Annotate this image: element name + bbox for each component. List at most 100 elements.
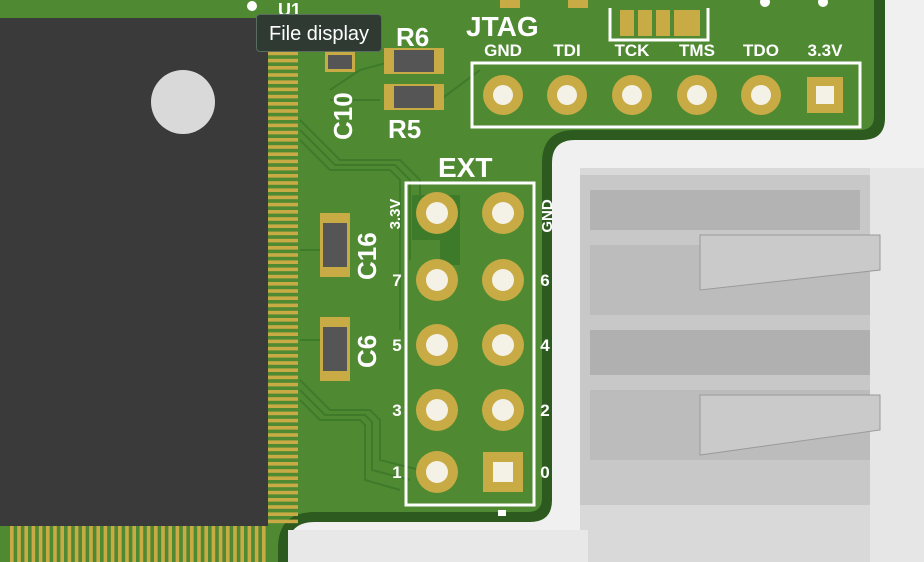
chip-lead <box>268 310 298 315</box>
chip-lead <box>240 526 244 562</box>
ext-right-label: 6 <box>540 271 549 290</box>
label-r6: R6 <box>396 22 429 52</box>
chip-lead <box>168 526 172 562</box>
ext-pin-marker <box>498 510 506 516</box>
chip-lead <box>268 80 298 84</box>
ext-outline <box>404 181 536 507</box>
pin1-marker <box>151 70 215 134</box>
chip-lead <box>268 476 298 480</box>
chip-lead <box>268 253 298 257</box>
chip-lead <box>268 462 298 466</box>
chip-lead <box>268 87 298 92</box>
chip-lead <box>268 51 298 56</box>
chip-lead <box>161 526 165 562</box>
chip-lead <box>268 397 298 401</box>
chip-lead <box>268 490 298 495</box>
chip-lead <box>268 282 298 286</box>
ext-pin-hole <box>426 399 448 421</box>
chip-lead <box>268 109 298 113</box>
ext-pin-hole <box>492 202 514 224</box>
jtag-pin-hole <box>751 85 771 105</box>
chip-lead <box>67 526 72 562</box>
chip-lead <box>268 454 298 459</box>
jtag-pin-hole <box>622 85 642 105</box>
jtag-pin-label: TCK <box>615 41 651 60</box>
chip-lead <box>268 217 298 221</box>
chip-lead <box>268 174 298 178</box>
chip-lead <box>268 332 298 336</box>
ext-pins <box>416 192 524 493</box>
file-display-tooltip: File display <box>256 14 383 52</box>
chip-lead <box>268 411 298 416</box>
chip-lead <box>268 368 298 372</box>
ext-pin-hole <box>492 269 514 291</box>
jtag-pin-label: TMS <box>679 41 715 60</box>
chip-u1 <box>0 18 268 526</box>
chip-lead <box>268 130 298 135</box>
jtag-pin-hole <box>557 85 577 105</box>
chip-lead <box>89 526 93 562</box>
label-c10: C10 <box>328 92 358 140</box>
chip-lead <box>268 159 298 164</box>
ext-left-label: 3.3V <box>387 199 404 230</box>
copper-traces <box>299 61 481 491</box>
capacitor-c16 <box>320 213 350 277</box>
chip-lead <box>254 526 259 562</box>
chip-lead <box>46 526 50 562</box>
jtag-pin-hole <box>687 85 707 105</box>
chip-lead <box>247 526 252 562</box>
chip-lead <box>132 526 136 562</box>
chip-lead <box>218 526 223 562</box>
ext-right-label: 0 <box>540 463 549 482</box>
ext-right-label: 2 <box>540 401 549 420</box>
chip-lead <box>10 526 14 562</box>
label-c6: C6 <box>352 335 382 368</box>
chip-lead <box>233 526 237 562</box>
chip-lead <box>268 102 298 106</box>
chip-lead <box>268 296 298 300</box>
capacitor-c6 <box>320 317 350 381</box>
chip-lead <box>268 361 298 365</box>
chip-lead <box>24 526 28 562</box>
top-pads <box>500 0 710 42</box>
ext-pin-hole <box>426 334 448 356</box>
ext-right-label: GND <box>539 199 556 233</box>
jtag-outline <box>470 61 862 129</box>
chip-lead <box>110 526 115 562</box>
ext-pin-hole <box>493 462 513 482</box>
chip-lead <box>74 526 79 562</box>
jtag-pin-label: GND <box>484 41 522 60</box>
resistor-r5 <box>384 84 444 110</box>
chip-lead <box>268 94 298 99</box>
chip-lead <box>268 325 298 329</box>
chip-lead <box>268 469 298 473</box>
jtag-pin-label: 3.3V <box>808 41 844 60</box>
ext-pin-hole <box>492 399 514 421</box>
chip-lead <box>175 526 180 562</box>
jtag-pins <box>483 75 843 115</box>
chip-lead <box>82 526 86 562</box>
jtag-pin-label: TDO <box>743 41 779 60</box>
ext-left-label: 1 <box>392 463 401 482</box>
chip-lead <box>268 375 298 380</box>
jtag-pin-hole <box>816 86 834 104</box>
fiducial-dot <box>760 0 770 7</box>
chip-lead <box>268 138 298 142</box>
chip-lead <box>268 123 298 128</box>
jtag-pin-hole <box>493 85 513 105</box>
ext-pin-hole <box>426 269 448 291</box>
fiducial-dot <box>247 1 257 11</box>
chip-lead <box>182 526 187 562</box>
chip-lead <box>31 526 36 562</box>
chip-lead <box>204 526 208 562</box>
chip-lead <box>268 303 298 308</box>
chip-lead <box>17 526 21 562</box>
chip-lead <box>154 526 158 562</box>
chip-lead <box>53 526 57 562</box>
chip-lead <box>118 526 122 562</box>
chip-lead <box>268 195 298 200</box>
